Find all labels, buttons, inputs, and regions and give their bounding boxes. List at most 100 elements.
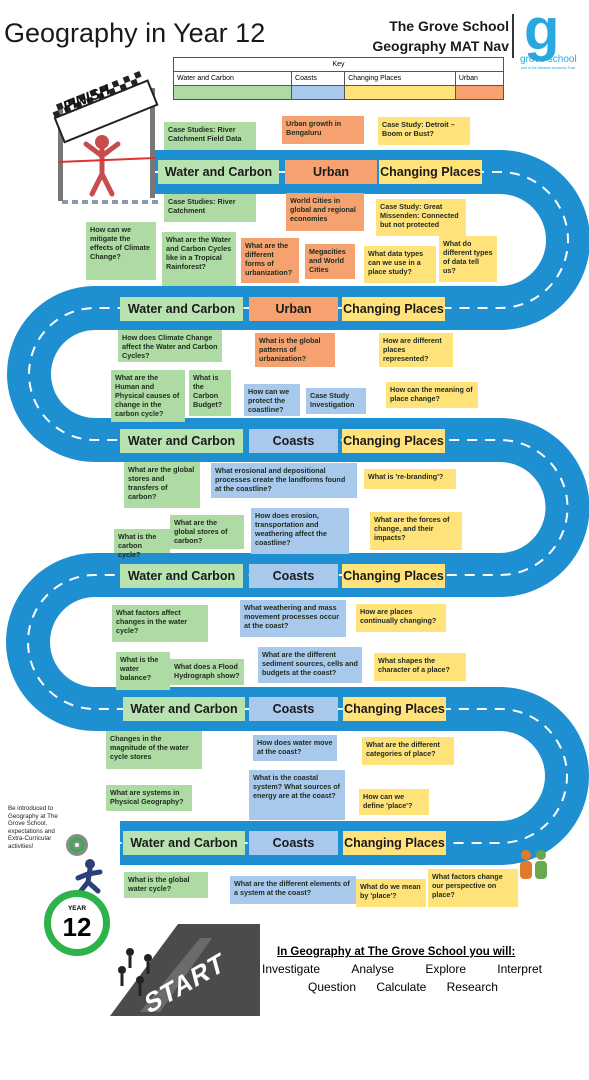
skill-calculate: Calculate bbox=[376, 980, 427, 994]
year-badge: YEAR 12 bbox=[44, 890, 110, 956]
topic-box: What factors change our perspective on p… bbox=[428, 869, 518, 907]
topic-box: What are the different categories of pla… bbox=[362, 737, 454, 765]
topic-box: What is the carbon cycle? bbox=[114, 529, 170, 559]
skills-row-2: Question Calculate Research bbox=[308, 980, 498, 994]
topic-box: How can the meaning of place change? bbox=[386, 382, 478, 408]
topic-box: What are the Water and Carbon Cycles lik… bbox=[162, 232, 236, 286]
row6-changing-places-header: Changing Places bbox=[343, 831, 446, 855]
topic-box: What does a Flood Hydrograph show? bbox=[170, 659, 244, 685]
row3-changing-places-header: Changing Places bbox=[342, 429, 445, 453]
color-key: Key Water and Carbon Coasts Changing Pla… bbox=[172, 57, 505, 100]
topic-box: What are the forces of change, and their… bbox=[370, 512, 462, 550]
row5-water-carbon-header: Water and Carbon bbox=[123, 697, 245, 721]
row2-urban-header: Urban bbox=[249, 297, 338, 321]
runner-icon bbox=[75, 859, 103, 894]
row5-coasts-header: Coasts bbox=[249, 697, 338, 721]
row3-water-carbon-header: Water and Carbon bbox=[120, 429, 243, 453]
topic-box: What are the different elements of a sys… bbox=[230, 876, 356, 904]
topic-box: What is the global water cycle? bbox=[124, 872, 208, 898]
topic-box: World Cities in global and regional econ… bbox=[286, 193, 364, 231]
skill-explore: Explore bbox=[425, 962, 466, 976]
topic-box: Megacities and World Cities bbox=[305, 244, 355, 279]
topic-box: What are the Human and Physical causes o… bbox=[111, 370, 185, 422]
topic-box: Case Studies: River Catchment bbox=[164, 194, 256, 222]
key-label-urban: Urban bbox=[454, 71, 505, 86]
topic-box: What shapes the character of a place? bbox=[374, 653, 466, 681]
row3-coasts-header: Coasts bbox=[249, 429, 338, 453]
key-label-changing-places: Changing Places bbox=[344, 71, 456, 86]
school-logo-subtext: part of the Marches Academy Trust bbox=[521, 66, 576, 70]
topic-box: What is the Carbon Budget? bbox=[189, 370, 231, 416]
row2-water-carbon-header: Water and Carbon bbox=[120, 297, 243, 321]
footer-heading: In Geography at The Grove School you wil… bbox=[277, 946, 516, 958]
row4-water-carbon-header: Water and Carbon bbox=[120, 564, 243, 588]
row6-water-carbon-header: Water and Carbon bbox=[123, 831, 245, 855]
topic-box: Case Studies: River Catchment Field Data bbox=[164, 122, 256, 150]
topic-box: What do we mean by 'place'? bbox=[356, 879, 426, 907]
topic-box: What are the different forms of urbaniza… bbox=[241, 238, 299, 283]
topic-box: How can we mitigate the effects of Clima… bbox=[86, 222, 156, 280]
topic-box: How does erosion, transportation and wea… bbox=[251, 508, 349, 554]
school-name-line2: Geography MAT Nav bbox=[372, 38, 509, 54]
row1-water-carbon-header: Water and Carbon bbox=[158, 160, 279, 184]
year-badge-number: 12 bbox=[62, 912, 92, 942]
row4-changing-places-header: Changing Places bbox=[342, 564, 445, 588]
skill-research: Research bbox=[446, 980, 498, 994]
year-badge-label: YEAR bbox=[67, 905, 87, 912]
start-road-icon bbox=[110, 924, 260, 1016]
topic-box: What is 're-branding'? bbox=[364, 469, 456, 489]
skill-interpret: Interpret bbox=[497, 962, 542, 976]
row1-changing-places-header: Changing Places bbox=[379, 160, 482, 184]
key-label-water-carbon: Water and Carbon bbox=[172, 71, 293, 86]
school-name: The Grove School Geography MAT Nav bbox=[372, 16, 509, 56]
people-icon bbox=[520, 850, 547, 879]
topic-box: Case Study Investigation bbox=[306, 388, 366, 414]
school-logo-icon: g bbox=[524, 0, 560, 62]
row5-changing-places-header: Changing Places bbox=[343, 697, 446, 721]
target-icon bbox=[66, 834, 88, 856]
topic-box: Urban growth in Bengaluru bbox=[282, 116, 364, 144]
topic-box: What are systems in Physical Geography? bbox=[106, 785, 192, 811]
key-swatch-urban bbox=[454, 85, 505, 100]
skills-row-1: Investigate Analyse Explore Interpret bbox=[262, 962, 542, 976]
topic-box: What are the global stores and transfers… bbox=[124, 462, 200, 508]
topic-box: Case Study: Great Missenden: Connected b… bbox=[376, 199, 466, 236]
topic-box: How does water move at the coast? bbox=[253, 735, 337, 761]
key-swatch-water-carbon bbox=[172, 85, 293, 100]
key-swatch-changing-places bbox=[344, 85, 456, 100]
topic-box: How can we protect the coastline? bbox=[244, 384, 300, 416]
topic-box: How are different places represented? bbox=[379, 333, 453, 367]
topic-box: What factors affect changes in the water… bbox=[112, 605, 208, 642]
topic-box: How does Climate Change affect the Water… bbox=[118, 330, 222, 362]
topic-box: What are the global stores of carbon? bbox=[170, 515, 244, 549]
finish-line-icon bbox=[52, 70, 159, 201]
topic-box: Changes in the magnitude of the water cy… bbox=[106, 731, 202, 769]
topic-box: What is the global patterns of urbanizat… bbox=[255, 333, 335, 367]
topic-box: What is the water balance? bbox=[116, 652, 170, 690]
page-title: Geography in Year 12 bbox=[4, 18, 266, 48]
topic-box: What data types can we use in a place st… bbox=[364, 246, 436, 283]
topic-box: What do different types of data tell us? bbox=[439, 236, 497, 282]
topic-box: What erosional and depositional processe… bbox=[211, 463, 357, 498]
topic-box: What is the coastal system? What sources… bbox=[249, 770, 345, 820]
school-name-line1: The Grove School bbox=[389, 18, 509, 34]
topic-box: Case Study: Detroit – Boom or Bust? bbox=[378, 117, 470, 145]
skill-investigate: Investigate bbox=[262, 962, 321, 976]
topic-box: What are the different sediment sources,… bbox=[258, 647, 362, 683]
key-title: Key bbox=[173, 57, 504, 72]
row6-coasts-header: Coasts bbox=[249, 831, 338, 855]
school-logo-text: grove school bbox=[520, 54, 577, 65]
skill-analyse: Analyse bbox=[351, 962, 395, 976]
key-swatch-coasts bbox=[291, 85, 346, 100]
side-note: Be introduced to Geography at The Grove … bbox=[8, 805, 58, 850]
topic-box: How can we define 'place'? bbox=[359, 789, 429, 815]
row1-urban-header: Urban bbox=[285, 160, 377, 184]
row2-changing-places-header: Changing Places bbox=[342, 297, 445, 321]
row4-coasts-header: Coasts bbox=[249, 564, 338, 588]
skill-question: Question bbox=[308, 980, 357, 994]
header-divider bbox=[512, 14, 514, 58]
topic-box: What weathering and mass movement proces… bbox=[240, 600, 346, 637]
topic-box: How are places continually changing? bbox=[356, 604, 446, 632]
key-label-coasts: Coasts bbox=[291, 71, 346, 86]
